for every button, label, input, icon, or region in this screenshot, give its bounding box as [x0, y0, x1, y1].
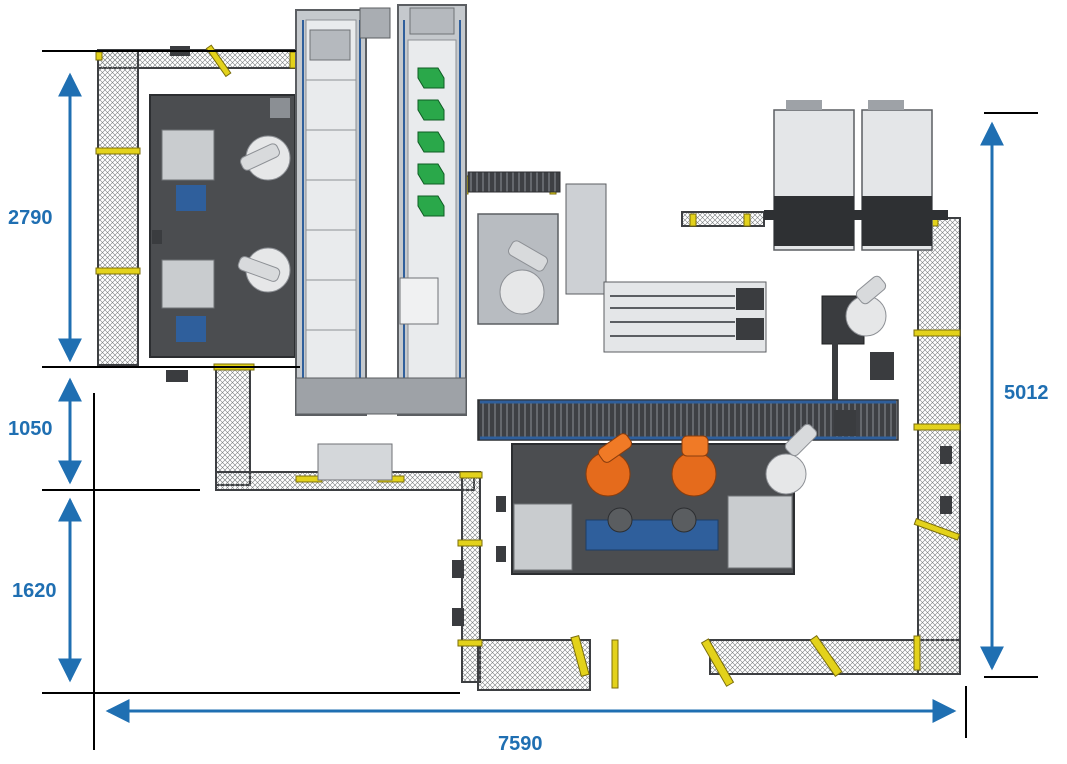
robot-arm-icon [671, 435, 717, 497]
workpiece-parts [417, 67, 445, 217]
machine-panel [176, 185, 206, 211]
cable-post [832, 340, 838, 406]
spindle [671, 507, 697, 533]
dimension-label-7590: 7590 [498, 733, 543, 755]
extension-lines [42, 50, 1038, 750]
robot-arm-icon [585, 433, 633, 497]
robot-arm-icon [240, 135, 291, 181]
fence-devices [152, 46, 952, 626]
machine-top [786, 100, 822, 110]
machine-panel [585, 519, 719, 551]
gripper-icon [870, 352, 894, 380]
fence-panel [97, 49, 139, 366]
chuck [736, 288, 764, 310]
dimension-label-1620: 1620 [12, 580, 57, 602]
dimension-label-5012: 5012 [1004, 382, 1049, 404]
storage-towers [295, 4, 467, 481]
cnc-machine-icon [513, 503, 573, 571]
machine-top [868, 100, 904, 110]
dimension-label-1050: 1050 [8, 418, 53, 440]
fence-panel [917, 217, 961, 675]
top-right-machines [764, 100, 948, 251]
vertical-rack [565, 183, 607, 295]
loading-table [317, 443, 393, 481]
feeder-bars [610, 295, 735, 337]
gripper-icon [834, 410, 856, 436]
chuck [736, 318, 764, 340]
spindle [607, 507, 633, 533]
dimension-annotations [42, 50, 1038, 750]
transfer-conveyor [467, 171, 561, 193]
machine-panel [176, 316, 206, 342]
robot-arm-icon [845, 275, 887, 337]
left-robot-cell [149, 94, 296, 358]
cnc-machine-icon [161, 259, 215, 309]
right-robot-station [821, 275, 894, 406]
gripper-icon [270, 98, 290, 118]
machine-base [774, 196, 854, 246]
fence-panel [215, 364, 251, 486]
tower-base [295, 377, 467, 415]
safety-fence [95, 44, 961, 691]
tower-inner [407, 39, 457, 401]
lower-production-line [477, 399, 899, 575]
tower-rails [302, 20, 461, 400]
gripper-icon [409, 7, 455, 35]
gantry-head [359, 7, 391, 39]
robot-arm-icon [237, 247, 291, 293]
cnc-machine-icon [161, 129, 215, 181]
control-cabinet [399, 277, 439, 325]
robot-arm-icon [765, 423, 818, 495]
tower-inner [305, 19, 357, 406]
dimension-label-2790: 2790 [8, 207, 53, 229]
robot-arm-icon [499, 240, 548, 315]
machine-base [862, 196, 932, 246]
tower-shelves [306, 79, 356, 381]
rail [764, 210, 948, 220]
middle-station [477, 183, 767, 353]
gripper-icon [309, 29, 351, 61]
fence-panel [477, 639, 591, 691]
cnc-machine-icon [727, 495, 793, 569]
